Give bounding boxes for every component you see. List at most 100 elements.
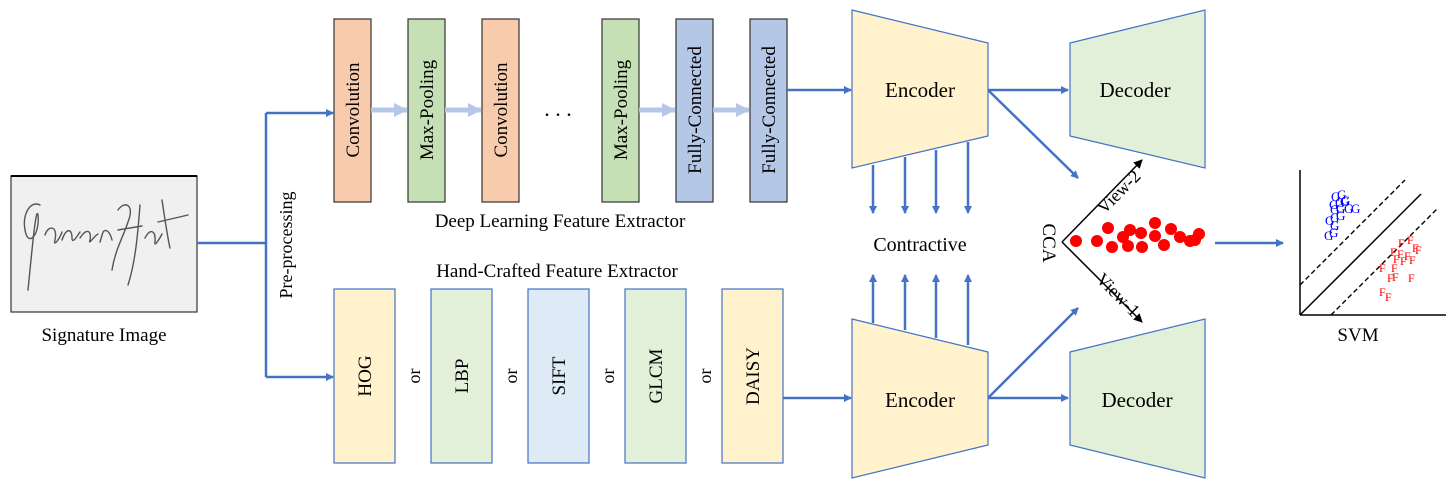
svm-label: SVM bbox=[1337, 325, 1378, 346]
contractive-label: Contractive bbox=[873, 234, 966, 256]
svg-text:Encoder: Encoder bbox=[885, 78, 955, 102]
cca-point bbox=[1189, 234, 1201, 246]
svm-genuine-point: G bbox=[1329, 225, 1338, 240]
cca-point bbox=[1136, 241, 1148, 253]
or-separator: or bbox=[598, 369, 618, 384]
feature-sift: SIFT bbox=[527, 288, 590, 464]
cca-point bbox=[1122, 240, 1134, 252]
svg-text:Convolution: Convolution bbox=[491, 62, 512, 158]
layer-convolution-1: Convolution bbox=[333, 18, 372, 203]
cca-projection: CCA View-2 View-1 bbox=[1038, 159, 1205, 323]
cca-point bbox=[1124, 224, 1136, 236]
svm-forged-point: F bbox=[1379, 261, 1386, 275]
view-1-axis bbox=[1061, 241, 1143, 323]
view-2-axis bbox=[1061, 159, 1143, 243]
svm-forged-point: F bbox=[1393, 252, 1400, 266]
cca-point bbox=[1158, 239, 1170, 251]
cca-point bbox=[1102, 222, 1114, 234]
svg-text:Decoder: Decoder bbox=[1099, 78, 1170, 102]
or-separator: or bbox=[404, 369, 424, 384]
view-2-label: View-2 bbox=[1093, 166, 1145, 218]
bottom-decoder: Decoder bbox=[1069, 318, 1206, 479]
svm-genuine-point: G bbox=[1336, 208, 1345, 223]
top-decoder: Decoder bbox=[1069, 9, 1206, 169]
svm-genuine-point: G bbox=[1336, 201, 1345, 216]
feature-lbp: LBP bbox=[430, 288, 493, 464]
contractive-arrows bbox=[869, 142, 972, 345]
view-1-label: View-1 bbox=[1092, 269, 1144, 321]
cca-point bbox=[1070, 235, 1082, 247]
svm-forged-point: F bbox=[1400, 254, 1407, 268]
svg-text:SIFT: SIFT bbox=[549, 356, 570, 395]
cca-point bbox=[1149, 230, 1161, 242]
bottom-encoder: Encoder bbox=[851, 318, 989, 479]
layer-fully-connected-1: Fully-Connected bbox=[675, 18, 714, 203]
svg-text:HOG: HOG bbox=[355, 355, 376, 396]
cca-label: CCA bbox=[1038, 223, 1059, 262]
svm-forged-point: F bbox=[1404, 249, 1411, 263]
svg-text:Fully-Connected: Fully-Connected bbox=[685, 46, 706, 174]
preprocessing-label: Pre-processing bbox=[276, 192, 296, 299]
deep-extractor-title: Deep Learning Feature Extractor bbox=[435, 211, 686, 232]
svm-genuine-point: G bbox=[1329, 197, 1338, 212]
svm-forged-point: F bbox=[1407, 233, 1414, 247]
svm-forged-point: F bbox=[1397, 247, 1404, 261]
svm-genuine-point: G bbox=[1340, 194, 1349, 209]
svm-genuine-point: G bbox=[1330, 218, 1339, 233]
svg-text:Decoder: Decoder bbox=[1101, 388, 1172, 412]
layer-fully-connected-2: Fully-Connected bbox=[749, 18, 788, 203]
feature-hog: HOG bbox=[333, 288, 396, 464]
svm-forged-point: F bbox=[1409, 253, 1416, 267]
signature-stroke bbox=[23, 199, 189, 291]
svg-text:Fully-Connected: Fully-Connected bbox=[759, 46, 780, 174]
cca-point bbox=[1174, 231, 1186, 243]
preprocessing-connector bbox=[197, 109, 334, 381]
svg-text:DAISY: DAISY bbox=[743, 347, 764, 405]
layers-ellipsis: . . . bbox=[544, 96, 572, 121]
svm-forged-point: F bbox=[1392, 270, 1399, 284]
cca-point bbox=[1149, 217, 1161, 229]
signature-image bbox=[10, 175, 198, 313]
svm-forged-point: F bbox=[1379, 285, 1386, 299]
svg-text:Max-Pooling: Max-Pooling bbox=[417, 59, 438, 160]
svm-forged-point: F bbox=[1398, 236, 1405, 250]
svm-forged-point: F bbox=[1391, 261, 1398, 275]
svm-forged-point: F bbox=[1390, 245, 1397, 259]
layer-convolution-2: Convolution bbox=[481, 18, 520, 203]
cca-point bbox=[1165, 223, 1177, 235]
svg-text:Convolution: Convolution bbox=[343, 62, 364, 158]
svm-genuine-point: G bbox=[1337, 187, 1346, 202]
svm-genuine-point: G bbox=[1341, 193, 1350, 208]
top-encoder: Encoder bbox=[851, 9, 989, 169]
svm-genuine-point: G bbox=[1330, 210, 1339, 225]
cca-point bbox=[1106, 241, 1118, 253]
feature-glcm: GLCM bbox=[624, 288, 687, 464]
signature-caption: Signature Image bbox=[41, 325, 166, 346]
svm-genuine-point: G bbox=[1324, 228, 1333, 243]
svm-forged-point: F bbox=[1412, 241, 1419, 255]
cca-point bbox=[1135, 227, 1147, 239]
svg-text:LBP: LBP bbox=[452, 359, 473, 394]
svm-genuine-point: G bbox=[1325, 213, 1334, 228]
svm-hyperplane bbox=[1299, 193, 1422, 316]
svg-text:Encoder: Encoder bbox=[885, 388, 955, 412]
layer-max-pooling-2: Max-Pooling bbox=[601, 18, 640, 203]
svm-genuine-point: G bbox=[1351, 201, 1360, 216]
svm-genuine-point: G bbox=[1335, 195, 1344, 210]
cca-point bbox=[1091, 235, 1103, 247]
or-separator: or bbox=[695, 369, 715, 384]
svm-forged-point: F bbox=[1387, 271, 1394, 285]
svm-margin-lower bbox=[1330, 208, 1438, 316]
extractor-to-encoder-arrows bbox=[783, 86, 852, 402]
svm-forged-point: F bbox=[1385, 290, 1392, 304]
svm-forged-point: F bbox=[1408, 271, 1415, 285]
feature-daisy: DAISY bbox=[721, 288, 784, 464]
encoder-output-arrows bbox=[987, 86, 1079, 402]
layer-max-pooling-1: Max-Pooling bbox=[407, 18, 446, 203]
svm-margin-upper bbox=[1299, 179, 1406, 286]
svm-genuine-point: G bbox=[1331, 189, 1340, 204]
handcrafted-extractor: Hand-Crafted Feature Extractor HOG or LB… bbox=[333, 261, 784, 464]
svm-genuine-point: G bbox=[1344, 201, 1353, 216]
